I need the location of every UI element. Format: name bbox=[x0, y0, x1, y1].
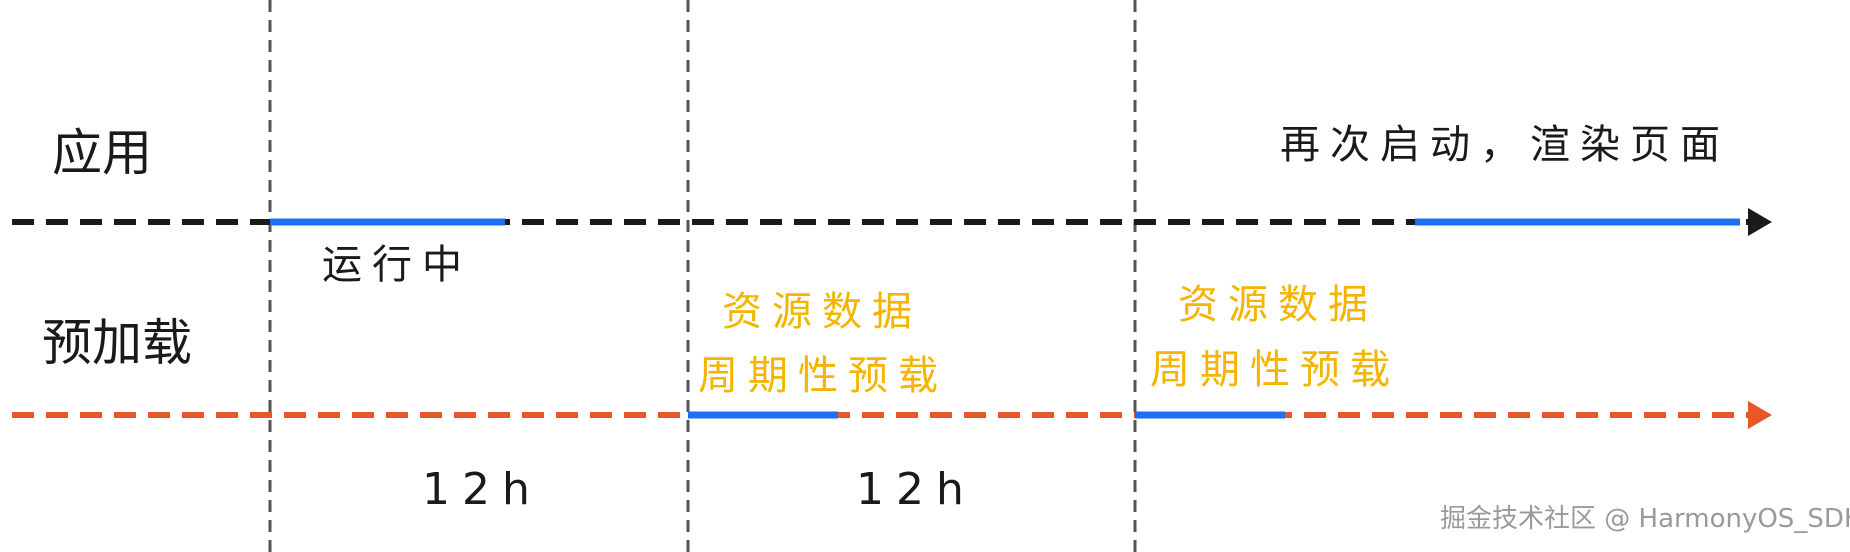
app-row-label: 应用 bbox=[52, 124, 152, 182]
preload-annotation-2-line1: 资源数据 bbox=[1178, 282, 1378, 328]
app-timeline-arrowhead bbox=[1748, 208, 1772, 236]
preload-annotation-1-line2: 周期性预载 bbox=[698, 353, 948, 399]
watermark: 掘金技术社区 @ HarmonyOS_SDK bbox=[1440, 504, 1850, 534]
relaunch-annotation: 再次启动，渲染页面 bbox=[1280, 122, 1730, 168]
preload-annotation-1-line1: 资源数据 bbox=[722, 289, 922, 335]
running-annotation: 运行中 bbox=[322, 242, 472, 288]
preload-timeline-arrowhead bbox=[1748, 401, 1772, 429]
preload-annotation-2-line2: 周期性预载 bbox=[1150, 347, 1400, 393]
duration-label-1: 12h bbox=[422, 464, 542, 515]
preload-row-label: 预加载 bbox=[42, 314, 192, 372]
duration-label-2: 12h bbox=[856, 464, 976, 515]
